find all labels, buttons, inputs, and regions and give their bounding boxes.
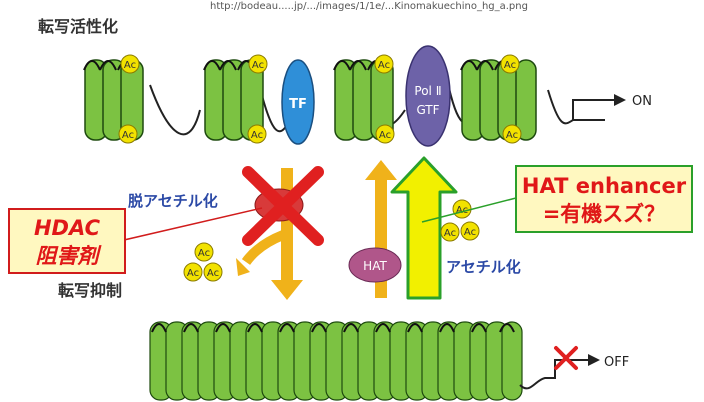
svg-text:Ac: Ac — [504, 60, 516, 71]
ac-marker: Ac — [376, 125, 394, 143]
hdac-inhibitor-callout: HDAC 阻害剤 — [8, 208, 126, 274]
ac-marker: Ac — [195, 243, 213, 261]
repressed-dna-strand — [520, 360, 588, 388]
ac-marker: Ac — [461, 222, 479, 240]
acetyl-markers-active: Ac Ac Ac Ac Ac Ac Ac Ac — [119, 55, 521, 143]
ac-marker: Ac — [204, 263, 222, 281]
svg-text:Ac: Ac — [251, 130, 263, 141]
svg-text:Ac: Ac — [124, 60, 136, 71]
svg-text:Ac: Ac — [379, 130, 391, 141]
svg-text:Ac: Ac — [187, 268, 199, 279]
on-label: ON — [632, 94, 652, 109]
url-fragment: http://bodeau.....jp/.../images/1/1e/...… — [210, 1, 528, 12]
on-arrow-head — [614, 94, 626, 106]
ac-marker: Ac — [503, 125, 521, 143]
gtf-label: GTF — [416, 103, 439, 117]
off-arrow-head — [588, 354, 600, 366]
incoming-acetyl-groups: Ac Ac Ac — [441, 200, 479, 241]
released-acetyl-groups: Ac Ac Ac — [184, 243, 222, 281]
svg-text:Ac: Ac — [464, 227, 476, 238]
ac-marker: Ac — [248, 125, 266, 143]
off-cross-icon — [556, 348, 576, 368]
hat-label: HAT — [363, 259, 387, 273]
ac-marker: Ac — [441, 223, 459, 241]
svg-text:Ac: Ac — [444, 228, 456, 239]
transcription-start-arrow — [573, 100, 614, 120]
ac-marker: Ac — [453, 200, 471, 218]
hat-enhancer-callout: HAT enhancer =有機スズ？ — [515, 165, 693, 233]
repressed-chromatin: OFF — [150, 322, 629, 400]
ac-marker: Ac — [184, 263, 202, 281]
nucleosome-4 — [461, 60, 536, 140]
hdac-callout-line1: HDAC — [10, 214, 124, 242]
ac-marker: Ac — [119, 125, 137, 143]
acetylation-label: アセチル化 — [446, 258, 521, 276]
label-transcription-repression: 転写抑制 — [58, 281, 122, 300]
svg-text:Ac: Ac — [506, 130, 518, 141]
hat-callout-line1: HAT enhancer — [517, 172, 691, 200]
pol-ii-label: Pol Ⅱ — [414, 84, 441, 98]
deacetylation-label: 脱アセチル化 — [128, 192, 218, 210]
ac-marker: Ac — [375, 55, 393, 73]
svg-text:Ac: Ac — [207, 268, 219, 279]
off-label: OFF — [604, 355, 629, 370]
tf-label: TF — [289, 97, 307, 112]
active-chromatin: TF Pol Ⅱ GTF ON — [84, 46, 652, 146]
hat-callout-line2: =有機スズ？ — [517, 200, 691, 228]
svg-text:Ac: Ac — [122, 130, 134, 141]
compact-nucleosome-array — [150, 322, 522, 400]
svg-text:Ac: Ac — [252, 60, 264, 71]
svg-text:Ac: Ac — [378, 60, 390, 71]
label-transcription-activation: 転写活性化 — [38, 17, 118, 36]
svg-text:Ac: Ac — [198, 248, 210, 259]
hdac-callout-line — [124, 208, 262, 240]
ac-marker: Ac — [501, 55, 519, 73]
ac-marker: Ac — [249, 55, 267, 73]
hdac-callout-line2: 阻害剤 — [10, 242, 124, 270]
ac-marker: Ac — [121, 55, 139, 73]
